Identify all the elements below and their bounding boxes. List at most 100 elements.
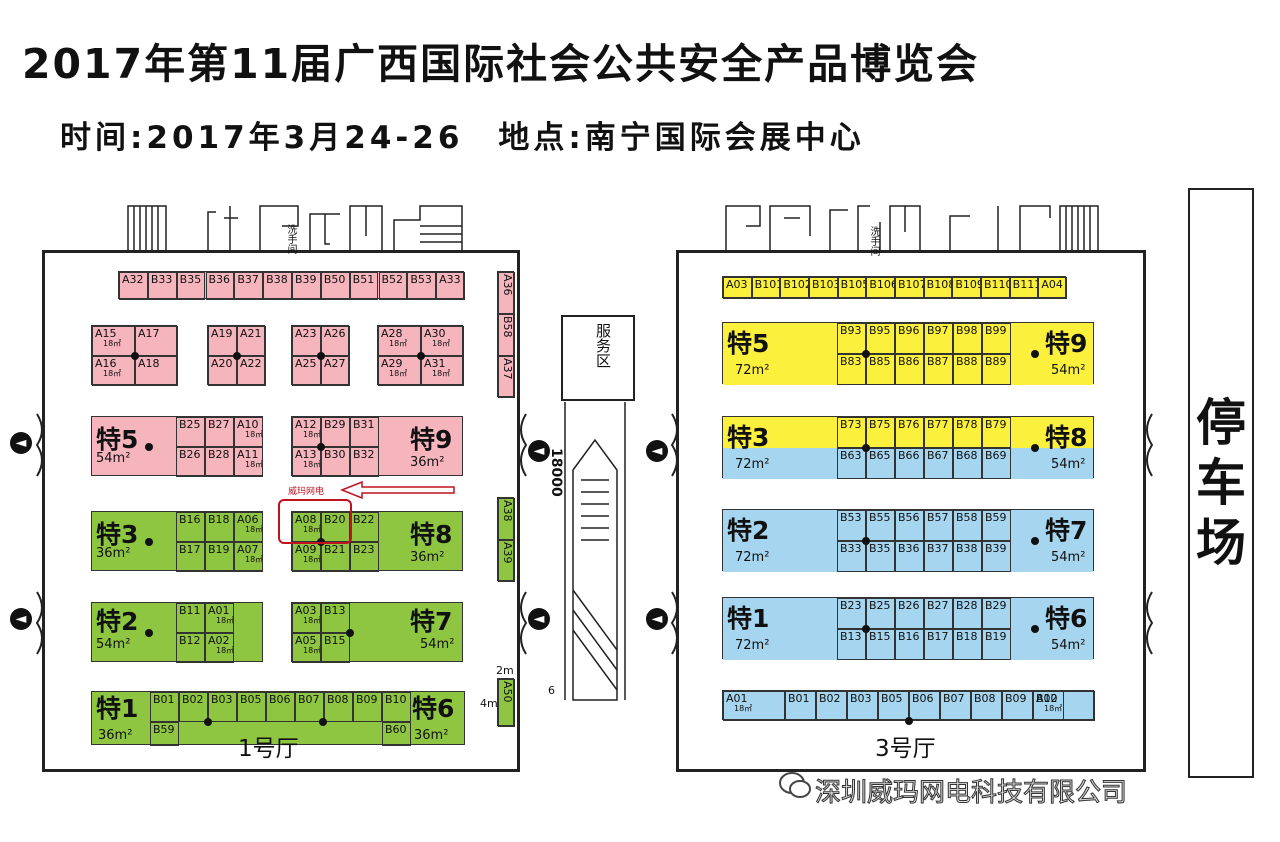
booth-label: B18 [208, 513, 230, 526]
booth-b08: B08 [324, 692, 353, 722]
booth-area: 18㎡ [734, 704, 753, 714]
r4-right-area: 54m² [1051, 638, 1086, 653]
booth-b79: B79 [982, 417, 1011, 448]
booth-b28: B28 [953, 598, 982, 629]
booth-b83: B83 [837, 354, 866, 385]
booth-label: B110 [984, 278, 1009, 291]
booth-label: B33 [150, 273, 173, 286]
booth-label: B87 [927, 355, 949, 368]
booth-b29: B29 [982, 598, 1011, 629]
hall-1-exit-icon-right-upper: ◄ [528, 440, 550, 462]
booth-b105: B105 [837, 277, 867, 299]
booth-b38: B38 [953, 541, 982, 572]
hall-3-door-right-upper [1146, 413, 1154, 477]
booth-label: B65 [869, 449, 891, 462]
booth-area: 18㎡ [432, 369, 451, 379]
booth-b15: B15 [321, 633, 350, 663]
booth-b12: B12 [176, 633, 205, 663]
booth-area: 18㎡ [245, 430, 263, 440]
row-top-band [723, 510, 1093, 541]
booth-label: A50 [501, 681, 515, 703]
booth-label: B13 [324, 604, 346, 617]
booth-b11: B11 [176, 603, 205, 633]
hall-1-door-lower [35, 591, 43, 655]
booth-b60: B60 [382, 722, 411, 746]
booth-b56: B56 [895, 510, 924, 541]
booth-label: A20 [211, 357, 233, 370]
booth-label: B17 [927, 630, 949, 643]
booth-label: B35 [179, 273, 202, 286]
wechat-icon [779, 772, 811, 798]
hall-1-exit-icon-lower: ◄ [10, 608, 32, 630]
booth-b96: B96 [895, 323, 924, 354]
booth-b103: B103 [809, 277, 838, 299]
booth-b31: B31 [350, 417, 379, 447]
booth-label: B10 [1036, 692, 1058, 705]
booth-label: B28 [208, 448, 230, 461]
r1-right-label: 特9 [1045, 329, 1088, 358]
booth-label: B59 [153, 723, 175, 736]
booth-b53: B53 [407, 272, 437, 300]
booth-b13: B13 [321, 603, 350, 633]
booth-label: B96 [898, 324, 920, 337]
booth-label: B16 [898, 630, 920, 643]
booth-b73: B73 [837, 417, 866, 448]
booth-label: A29 [381, 357, 403, 370]
booth-label: A01 [726, 692, 748, 705]
booth-b03: B03 [208, 692, 237, 722]
row-bottom-band [723, 629, 1093, 660]
booth-label: B76 [898, 418, 920, 431]
booth-b20: B20 [321, 512, 350, 542]
row-bottom-band [723, 448, 1093, 479]
booth-b33: B33 [837, 541, 866, 572]
booth-label: A33 [439, 273, 461, 286]
booth-b08: B08 [971, 691, 1002, 721]
booth-area: 18㎡ [216, 646, 234, 656]
booth-b01: B01 [150, 692, 179, 722]
booth-label: B38 [956, 542, 978, 555]
booth-label: A11 [237, 448, 259, 461]
booth-label: B21 [324, 543, 346, 556]
te3-label: 特3 [96, 520, 139, 549]
r2-right-label: 特8 [1045, 423, 1088, 452]
booth-b107: B107 [895, 277, 924, 299]
r3-right-area: 54m² [1051, 550, 1086, 565]
pillar-dot [862, 350, 870, 358]
event-subtitle: 时间:2017年3月24-26 地点:南宁国际会展中心 [60, 120, 865, 156]
te2-label: 特2 [96, 607, 139, 636]
booth-b26: B26 [895, 598, 924, 629]
booth-b17: B17 [176, 542, 205, 572]
booth-b17: B17 [924, 629, 953, 660]
parking-char-3: 场 [1196, 514, 1246, 572]
booth-label: B37 [237, 273, 259, 286]
booth-b93: B93 [837, 323, 866, 354]
booth-label: B89 [985, 355, 1007, 368]
booth-label: A37 [501, 358, 515, 380]
booth-label: B23 [840, 599, 862, 612]
booth-label: A01 [208, 604, 230, 617]
te2-area: 54m² [96, 637, 131, 652]
booth-area: 18㎡ [303, 555, 321, 565]
booth-label: B36 [208, 273, 231, 286]
hall-3-door-left-lower [670, 591, 678, 655]
booth-label: B22 [353, 513, 375, 526]
booth-area: 18㎡ [103, 339, 122, 349]
booth-label: B52 [381, 273, 404, 286]
booth-label: B03 [850, 692, 872, 705]
booth-b19: B19 [205, 542, 234, 572]
booth-label: B51 [352, 273, 375, 286]
booth-label: B16 [179, 513, 201, 526]
corridor-dimension: 18000 [548, 448, 564, 497]
booth-label: B55 [869, 511, 891, 524]
booth-label: B10 [385, 693, 407, 706]
dimension-2m: 2m [496, 664, 514, 677]
booth-b03: B03 [847, 691, 878, 721]
